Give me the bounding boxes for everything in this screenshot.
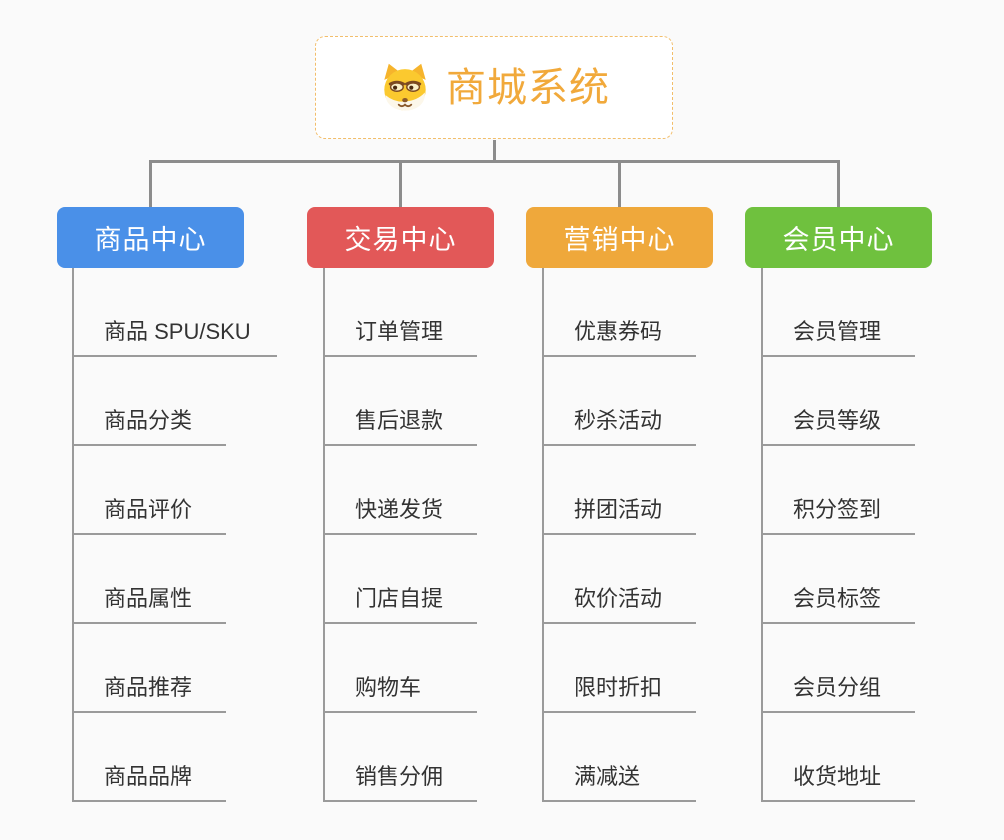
- branch-column-2: 订单管理售后退款快递发货门店自提购物车销售分佣: [323, 268, 477, 802]
- branch-column-3: 优惠券码秒杀活动拼团活动砍价活动限时折扣满减送: [542, 268, 696, 802]
- leaf-item[interactable]: 秒杀活动: [542, 406, 696, 446]
- leaf-item[interactable]: 会员标签: [761, 584, 915, 624]
- leaf-item[interactable]: 商品分类: [72, 406, 226, 446]
- connector-vline-1: [72, 268, 74, 801]
- root-title: 商城系统: [446, 65, 610, 110]
- dog-face-icon: [378, 61, 432, 115]
- leaf-item[interactable]: 会员等级: [761, 406, 915, 446]
- branch-node-4[interactable]: 会员中心: [745, 207, 932, 268]
- leaf-item[interactable]: 优惠券码: [542, 317, 696, 357]
- leaf-item[interactable]: 商品推荐: [72, 673, 226, 713]
- connector-drop-4: [837, 160, 840, 208]
- leaf-item[interactable]: 收货地址: [761, 762, 915, 802]
- leaf-item[interactable]: 售后退款: [323, 406, 477, 446]
- leaf-item[interactable]: 拼团活动: [542, 495, 696, 535]
- leaf-item[interactable]: 订单管理: [323, 317, 477, 357]
- leaf-item[interactable]: 商品属性: [72, 584, 226, 624]
- connector-vline-3: [542, 268, 544, 801]
- leaf-item[interactable]: 商品评价: [72, 495, 226, 535]
- branch-node-1[interactable]: 商品中心: [57, 207, 244, 268]
- leaf-item[interactable]: 商品 SPU/SKU: [72, 317, 277, 357]
- branch-node-3[interactable]: 营销中心: [526, 207, 713, 268]
- branch-node-2[interactable]: 交易中心: [307, 207, 494, 268]
- leaf-item[interactable]: 会员分组: [761, 673, 915, 713]
- leaf-item[interactable]: 积分签到: [761, 495, 915, 535]
- connector-drop-1: [149, 160, 152, 208]
- connector-vline-4: [761, 268, 763, 801]
- connector-drop-3: [618, 160, 621, 208]
- connector-vline-2: [323, 268, 325, 801]
- leaf-item[interactable]: 商品品牌: [72, 762, 226, 802]
- leaf-item[interactable]: 限时折扣: [542, 673, 696, 713]
- leaf-item[interactable]: 满减送: [542, 762, 696, 802]
- connector-drop-2: [399, 160, 402, 208]
- root-node-mall-system[interactable]: 商城系统: [315, 36, 673, 139]
- leaf-item[interactable]: 会员管理: [761, 317, 915, 357]
- leaf-item[interactable]: 快递发货: [323, 495, 477, 535]
- leaf-item[interactable]: 砍价活动: [542, 584, 696, 624]
- leaf-item[interactable]: 销售分佣: [323, 762, 477, 802]
- leaf-item[interactable]: 门店自提: [323, 584, 477, 624]
- connector-root-stem: [493, 140, 496, 162]
- branch-column-1: 商品 SPU/SKU 商品分类商品评价商品属性商品推荐商品品牌: [72, 268, 277, 802]
- leaf-item[interactable]: 购物车: [323, 673, 477, 713]
- connector-bus: [149, 160, 840, 163]
- branch-column-4: 会员管理会员等级积分签到会员标签会员分组收货地址: [761, 268, 915, 802]
